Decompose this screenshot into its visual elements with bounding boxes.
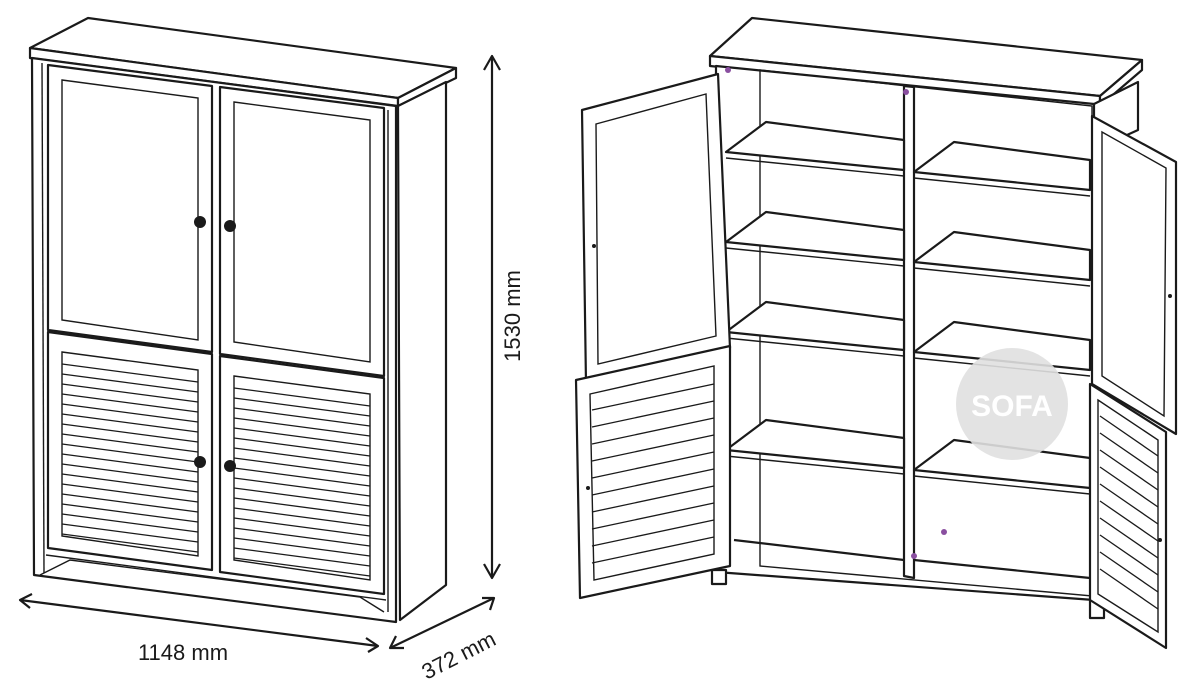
slat-line <box>233 517 371 537</box>
slat-line <box>1099 534 1159 576</box>
open-right-lower-door <box>1088 382 1168 650</box>
door-knob <box>194 216 206 228</box>
slat-line <box>725 337 905 357</box>
slat-line <box>725 157 905 177</box>
slat-line <box>1099 517 1159 559</box>
slat-line <box>233 507 371 527</box>
slat-line <box>233 527 371 547</box>
center-divider <box>902 84 916 580</box>
shelf <box>912 140 1092 192</box>
slat-line <box>1099 415 1159 457</box>
slat-line <box>233 477 371 497</box>
slat-line <box>233 447 371 467</box>
slat-line <box>1099 551 1159 593</box>
slat-line <box>1099 500 1159 542</box>
door-knob <box>224 460 236 472</box>
shelf <box>724 300 906 352</box>
depth-label: 372 mm <box>418 626 500 684</box>
slat-line <box>61 393 199 413</box>
slat-line <box>913 177 1091 197</box>
slat-line <box>233 547 371 567</box>
height-label: 1530 mm <box>500 270 525 362</box>
slat-line <box>233 537 371 557</box>
left-shelves <box>724 120 906 475</box>
slat-line <box>61 413 199 433</box>
slat-line <box>61 453 199 473</box>
cabinet-side-panel <box>396 80 448 622</box>
open-left-lower-door <box>574 344 732 600</box>
slat-line <box>233 497 371 517</box>
slat-line <box>233 457 371 477</box>
slat-line <box>591 502 715 530</box>
slat-line <box>61 443 199 463</box>
width-dimension: 1148 mm <box>18 593 380 665</box>
lower-left-louvered-door <box>46 330 214 572</box>
shelf <box>724 120 906 172</box>
slat-line <box>591 451 715 479</box>
slat-line <box>1099 483 1159 525</box>
slat-line <box>61 403 199 423</box>
slat-line <box>725 455 905 475</box>
slat-line <box>1099 449 1159 491</box>
slat-line <box>61 523 199 543</box>
slat-line <box>591 417 715 445</box>
slat-line <box>233 407 371 427</box>
sofa-watermark: SOFA <box>956 348 1068 460</box>
slat-line <box>591 536 715 564</box>
slat-line <box>61 513 199 533</box>
slat-line <box>233 417 371 437</box>
open-left-upper-door <box>580 72 732 386</box>
shelf <box>912 230 1092 282</box>
slat-line <box>725 247 905 267</box>
slat-line <box>61 463 199 483</box>
slat-line <box>591 383 715 411</box>
width-label: 1148 mm <box>138 640 228 665</box>
slat-line <box>61 503 199 523</box>
slat-line <box>61 363 199 383</box>
watermark-circle <box>956 348 1068 460</box>
slat-line <box>61 483 199 503</box>
door-knob <box>194 456 206 468</box>
slat-line <box>61 423 199 443</box>
slat-line <box>233 387 371 407</box>
slat-line <box>233 487 371 507</box>
slat-line <box>591 468 715 496</box>
shelf <box>724 418 906 470</box>
slat-line <box>1099 432 1159 474</box>
slat-line <box>233 557 371 577</box>
slat-line <box>591 519 715 547</box>
right-shelves <box>912 140 1092 495</box>
watermark-text: SOFA <box>971 390 1053 423</box>
slat-line <box>61 383 199 403</box>
slat-line <box>591 485 715 513</box>
slat-line <box>591 400 715 428</box>
slat-line <box>61 433 199 453</box>
open-cabinet-view <box>574 16 1178 650</box>
slat-line <box>61 493 199 513</box>
upper-left-door <box>46 63 214 354</box>
closed-cabinet-view <box>28 16 458 624</box>
slat-line <box>913 475 1091 495</box>
upper-right-door <box>218 85 386 378</box>
shelf <box>724 210 906 262</box>
slat-line <box>61 533 199 553</box>
slat-line <box>1099 568 1159 610</box>
slat-line <box>233 397 371 417</box>
slat-line <box>61 373 199 393</box>
slat-line <box>61 473 199 493</box>
door-knob <box>224 220 236 232</box>
slat-line <box>1099 466 1159 508</box>
slat-line <box>233 437 371 457</box>
lower-right-louvered-door <box>218 354 386 596</box>
height-dimension: 1530 mm <box>483 54 525 580</box>
open-right-upper-door <box>1090 114 1178 436</box>
slat-line <box>233 427 371 447</box>
slat-line <box>913 267 1091 287</box>
slat-line <box>233 467 371 487</box>
slat-line <box>591 434 715 462</box>
